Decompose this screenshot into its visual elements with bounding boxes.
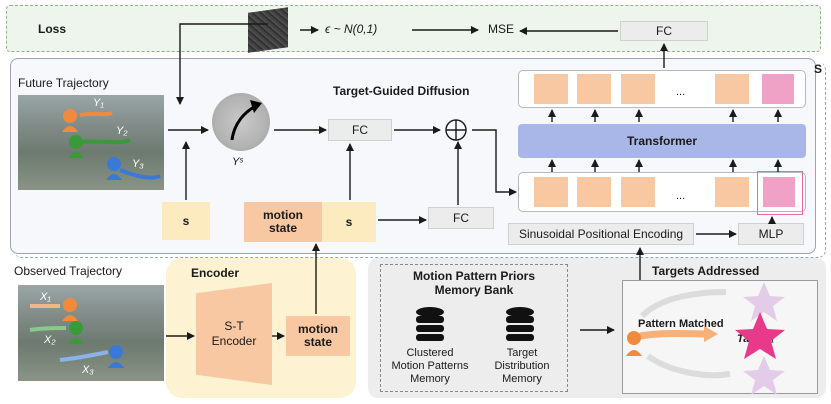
s-corner-label: S <box>814 62 823 76</box>
x3-label: X₃ <box>82 364 94 376</box>
y1-label: Y₁ <box>93 97 104 109</box>
output-token <box>577 74 611 104</box>
output-target-token <box>762 74 794 104</box>
clustered-memory-label: Clustered Motion Patterns Memory <box>391 346 469 385</box>
noise-formula: ϵ ~ N(0,1) <box>325 22 378 36</box>
memory-bank-title: Motion Pattern Priors Memory Bank <box>412 269 535 297</box>
input-dots: ... <box>676 190 686 202</box>
pattern-matched-label: Pattern Matched <box>638 318 724 330</box>
y2-label: Y₂ <box>116 125 128 137</box>
st-encoder-trapezoid <box>196 283 272 385</box>
observed-trajectory-label: Observed Trajectory <box>14 264 123 278</box>
input-token <box>577 177 611 207</box>
transformer-block: Transformer <box>518 124 806 158</box>
fc-right-box: FC <box>428 207 494 229</box>
st-encoder-label: S-T Encoder <box>211 319 257 348</box>
mlp-box: MLP <box>738 223 804 245</box>
input-target-frame <box>757 171 803 215</box>
noise-image <box>248 7 288 53</box>
targets-addressed-title: Targets Addressed <box>652 264 760 278</box>
s-right-box: s <box>322 202 376 242</box>
target-distribution-label: Target Distribution Memory <box>494 346 550 385</box>
ys-circle <box>212 93 270 151</box>
x1-label: X₁ <box>40 291 51 303</box>
output-dots: ... <box>676 86 686 98</box>
loss-label: Loss <box>38 22 67 36</box>
target1-label: Target₁ <box>737 333 775 345</box>
fc-center-box: FC <box>328 119 392 141</box>
targets-box <box>622 280 818 394</box>
x2-label: X₂ <box>44 334 56 346</box>
memory-bank-box <box>380 264 568 392</box>
s-left-box: s <box>162 202 210 240</box>
output-token <box>715 74 749 104</box>
future-trajectory-label: Future Trajectory <box>18 76 109 90</box>
future-trajectory-image <box>18 95 164 190</box>
output-token <box>534 74 568 104</box>
loss-fc-box: FC <box>620 21 708 41</box>
input-token <box>621 177 655 207</box>
encoder-motion-state: motion state <box>286 316 350 356</box>
y3-label: Y₃ <box>132 158 144 170</box>
observed-trajectory-image <box>18 285 164 381</box>
ys-label: Yˢ <box>232 156 243 168</box>
input-token <box>534 177 568 207</box>
mse-label: MSE <box>488 22 515 36</box>
diffusion-motion-state: motion state <box>244 202 322 242</box>
diffusion-title: Target-Guided Diffusion <box>333 84 470 98</box>
sinusoidal-encoding-box: Sinusoidal Positional Encoding <box>508 223 694 245</box>
output-token <box>621 74 655 104</box>
encoder-title: Encoder <box>191 266 240 280</box>
input-token <box>715 177 749 207</box>
input-target-token <box>763 177 795 207</box>
diffusion-dashed-border <box>14 62 826 258</box>
